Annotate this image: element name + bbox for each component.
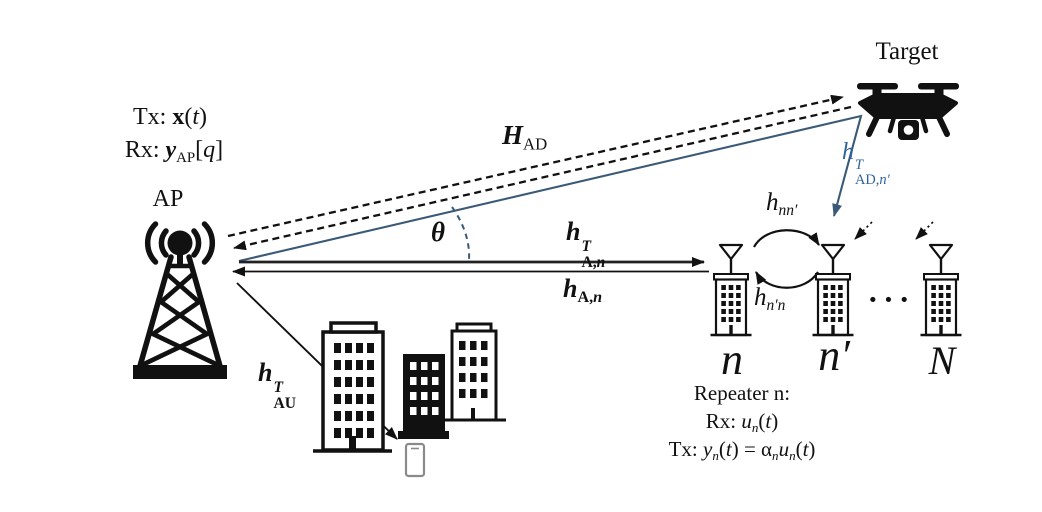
repeater-note-tx: Tx: yn(t) = αnun(t) [668, 437, 816, 464]
repeater-nprime-label: n′ [818, 331, 850, 380]
ap-name-label: AP [152, 186, 184, 212]
dashed-link-target-to-ap [233, 105, 852, 251]
drone-icon [857, 83, 959, 140]
ap-tx-label: Tx: x(t) [133, 104, 207, 130]
building-solid-icon [398, 354, 449, 439]
channel-h-An-label: hA,n [563, 274, 603, 307]
building-outline-right-icon [443, 322, 506, 422]
repeater-N-icon [919, 243, 963, 337]
repeater-N-label: N [928, 338, 956, 383]
arc-nprime-to-n [755, 271, 819, 289]
channel-H-AD-label: HAD [502, 120, 548, 154]
ap-tower-icon [133, 221, 227, 379]
dashed-link-ap-to-target [227, 94, 844, 238]
repeater-note: Repeater n: Rx: un(t) Tx: yn(t) = αnun(t… [597, 380, 887, 465]
repeater-note-rx: Rx: un(t) [705, 408, 779, 436]
theta-angle-arc [451, 206, 471, 261]
target-label: Target [875, 38, 939, 65]
theta-angle-label: θ [431, 217, 446, 247]
ap-rx-label: Rx: yAP[q] [124, 137, 224, 166]
smartphone-icon [404, 442, 426, 478]
repeater-nprime-icon [811, 243, 855, 337]
dotted-echo-to-nprime [854, 221, 873, 240]
channel-h-nnprime-label: hnn′ [766, 189, 798, 219]
arc-n-to-nprime [753, 229, 820, 248]
repeater-n-label: n [721, 335, 743, 384]
repeater-n-icon [709, 243, 753, 337]
sensing-path-ap-target-nprime [238, 114, 863, 263]
dotted-echo-to-N [915, 221, 934, 240]
repeater-note-title: Repeater n: [693, 381, 791, 405]
channel-h-nprimen-label: hn′n [754, 284, 786, 314]
repeater-ellipsis: ··· [867, 281, 915, 317]
building-outline-left-icon [313, 321, 392, 453]
